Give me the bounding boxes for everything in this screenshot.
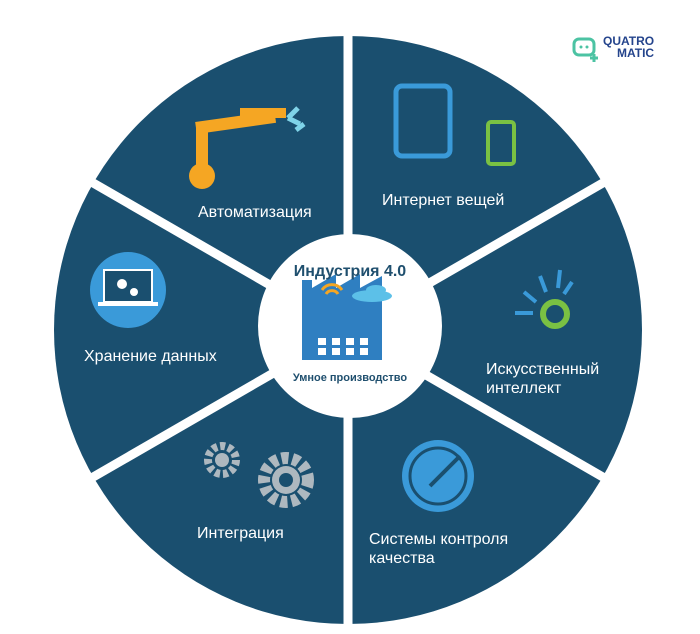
ai-line1: Искусственный: [486, 361, 600, 378]
segment-label-iot: Интернет вещей: [382, 192, 505, 209]
logo-text: QUATRO MATIC: [603, 35, 654, 59]
ai-icon: [515, 269, 574, 329]
segment-label-quality: Системы контроля качества: [369, 530, 508, 568]
segment-label-storage: Хранение данных: [84, 348, 217, 365]
gauge-icon: [402, 440, 474, 512]
devices-icon: [393, 83, 516, 166]
smart-factory-icon: [302, 274, 392, 360]
segment-label-automation: Автоматизация: [198, 204, 312, 221]
quality-line1: Системы контроля: [369, 531, 509, 548]
ai-line2: интеллект: [486, 380, 562, 397]
logo-line2: MATIC: [617, 46, 655, 60]
segment-label-ai: Искусственный интеллект: [486, 360, 599, 398]
quatromatic-logo-icon: [572, 36, 602, 69]
laptop-icon: [90, 252, 166, 328]
robot-arm-icon: [189, 106, 306, 189]
segment-label-integration: Интеграция: [197, 525, 284, 542]
center-title: Индустрия 4.0: [293, 263, 407, 280]
segment-dividers: [85, 30, 611, 630]
gears-icon: [204, 442, 314, 508]
center-subtitle: Умное производство: [292, 372, 408, 384]
logo-line1: QUATRO: [603, 34, 655, 48]
quality-line2: качества: [369, 550, 435, 567]
